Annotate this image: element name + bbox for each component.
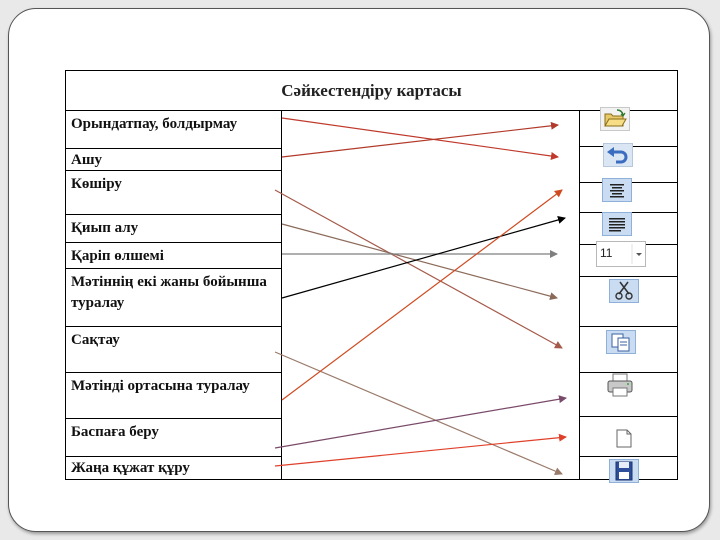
table-title: Сәйкестендіру картасы [66, 71, 677, 111]
slide-frame: Сәйкестендіру картасы Орындатпау, болдыр… [8, 8, 710, 532]
matching-table: Сәйкестендіру картасы Орындатпау, болдыр… [65, 70, 678, 480]
left-cell-2: Ашу [66, 149, 282, 171]
left-cell-1: Орындатпау, болдырмау [66, 111, 282, 149]
printer-icon [605, 373, 635, 397]
font-size-dropdown-icon: 11 [596, 241, 646, 267]
new-document-icon [609, 426, 639, 450]
font-size-value: 11 [600, 246, 613, 260]
left-cell-8: Мәтінді ортасына туралау [66, 373, 282, 419]
align-center-icon [602, 178, 632, 202]
left-cell-4: Қиып алу [66, 215, 282, 243]
right-cell-10 [579, 457, 678, 480]
save-floppy-icon [609, 459, 639, 483]
right-cell-9 [579, 417, 678, 457]
left-cell-3: Көшіру [66, 171, 282, 215]
left-cell-9: Баспаға беру [66, 419, 282, 457]
left-cell-6: Мәтіннің екі жаны бойынша туралау [66, 269, 282, 327]
left-cell-5: Қаріп өлшемі [66, 243, 282, 269]
right-cell-7 [579, 327, 678, 373]
left-cell-7: Сақтау [66, 327, 282, 373]
right-cell-8 [579, 373, 678, 417]
right-cell-6 [579, 277, 678, 327]
undo-icon [603, 143, 633, 167]
scissors-cut-icon [609, 279, 639, 303]
align-justify-icon [602, 212, 632, 236]
left-cell-10: Жаңа құжат құру [66, 457, 282, 480]
open-folder-icon [600, 107, 630, 131]
copy-icon [606, 330, 636, 354]
right-cell-5 [579, 245, 678, 277]
